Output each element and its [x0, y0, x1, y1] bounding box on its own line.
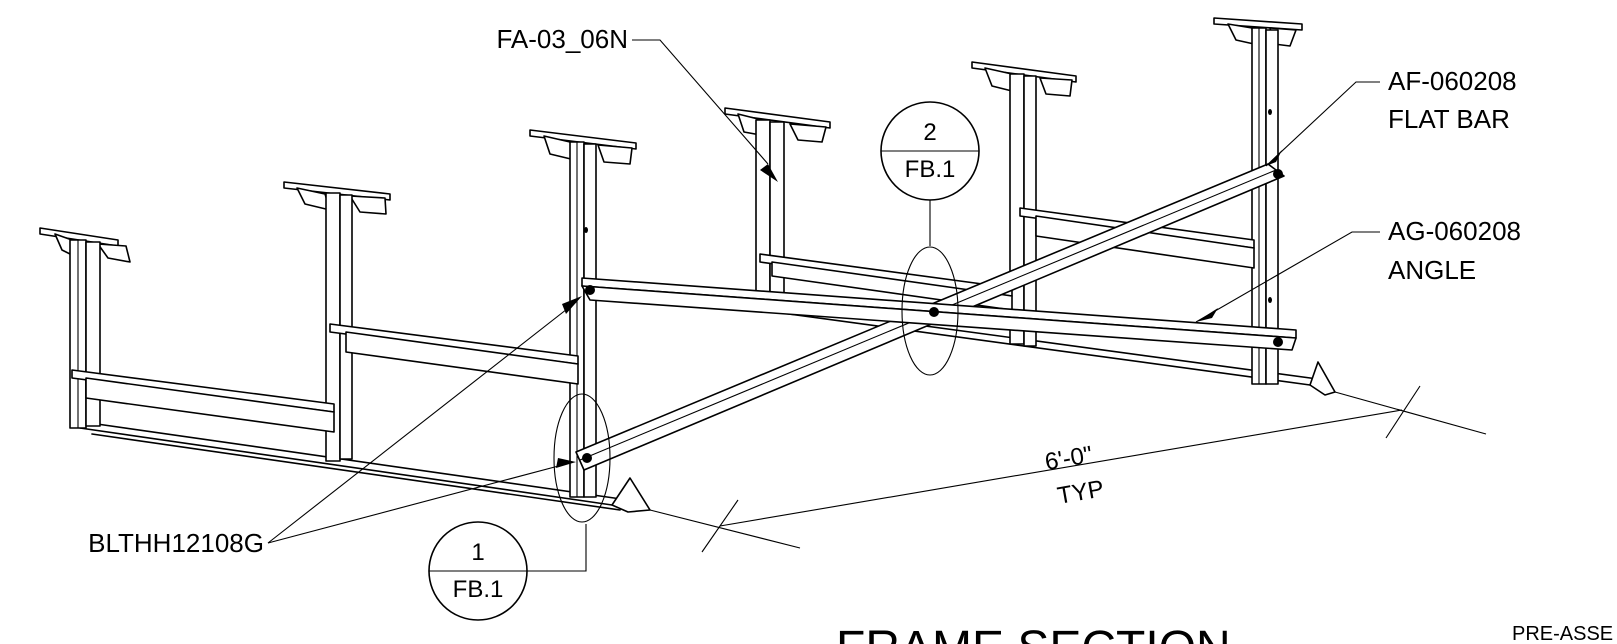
part-label-ag-desc: ANGLE [1388, 255, 1476, 285]
callout-1-sheet: FB.1 [453, 576, 504, 603]
part-label-bolt: BLTHH12108G [88, 528, 264, 558]
callout-2-sheet: FB.1 [905, 156, 956, 183]
callout-bubble-1: 1 FB.1 [428, 521, 528, 621]
part-label-fa: FA-03_06N [496, 24, 628, 54]
post-6 [1213, 17, 1303, 385]
bolt-markers [582, 169, 1283, 463]
leader-lines [267, 39, 1380, 572]
post-3 [529, 129, 637, 498]
brace-rail-2 [329, 323, 579, 385]
detail-ellipse-2 [901, 246, 959, 376]
callout-1-number: 1 [471, 539, 484, 566]
part-label-ag-code: AG-060208 [1388, 216, 1521, 246]
callout-2-number: 2 [923, 119, 936, 146]
dimension-value: 6'-0" [1043, 441, 1095, 476]
part-label-af-code: AF-060208 [1388, 66, 1517, 96]
corner-note: PRE-ASSE [1512, 623, 1613, 644]
part-label-af-desc: FLAT BAR [1388, 104, 1510, 134]
dimension-lines [649, 385, 1487, 553]
drawing-title: FRAME SECTION [836, 622, 1231, 644]
angle-brace [581, 277, 1297, 351]
callout-bubble-2: 2 FB.1 [880, 101, 980, 201]
brace-rail-1 [71, 369, 335, 433]
detail-ellipse-1 [553, 393, 611, 523]
dimension-note: TYP [1055, 475, 1106, 510]
